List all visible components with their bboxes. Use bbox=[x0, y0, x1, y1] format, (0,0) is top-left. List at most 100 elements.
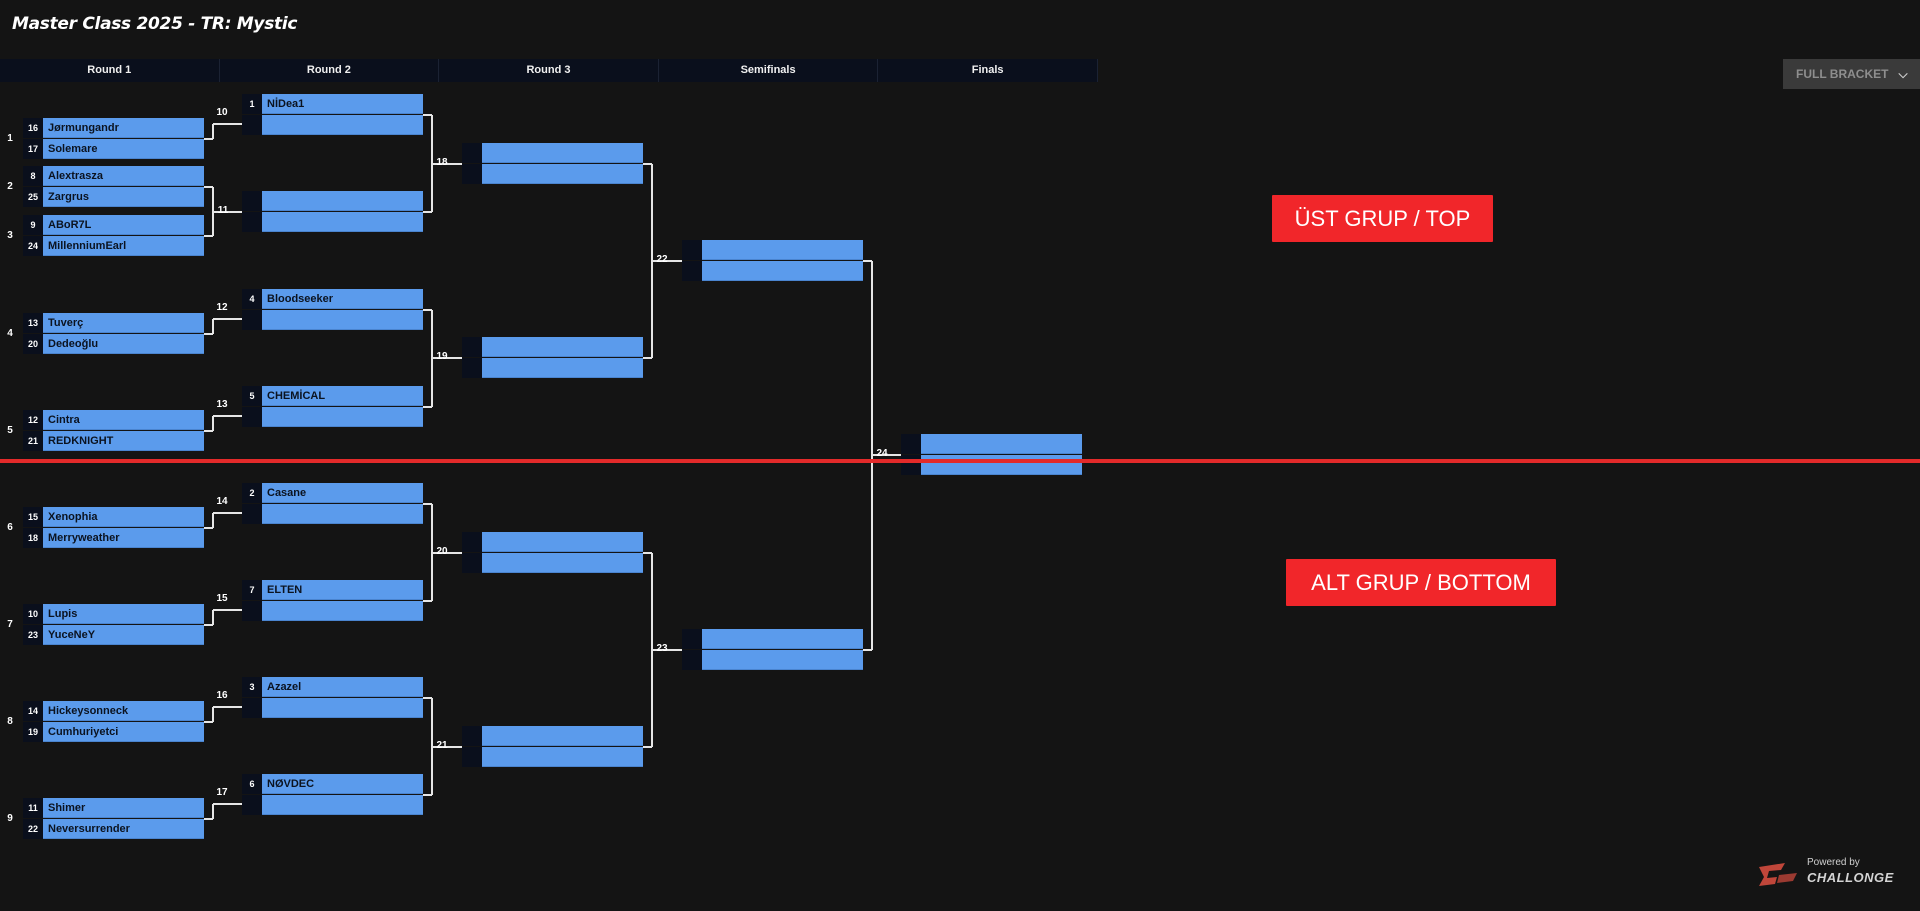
match-slot[interactable] bbox=[462, 553, 643, 573]
match-slot[interactable] bbox=[462, 337, 643, 357]
seed-number: 9 bbox=[23, 215, 43, 235]
participant-name: Bloodseeker bbox=[262, 289, 423, 309]
seed-number: 12 bbox=[23, 410, 43, 430]
seed-number: 4 bbox=[242, 289, 262, 309]
seed-number: 21 bbox=[23, 431, 43, 451]
match-slot[interactable] bbox=[462, 747, 643, 767]
match-card[interactable] bbox=[462, 532, 643, 574]
match-card[interactable] bbox=[462, 726, 643, 768]
seed-number: 19 bbox=[23, 722, 43, 742]
seed-number: 11 bbox=[23, 798, 43, 818]
round-header-3: Round 3 bbox=[439, 59, 659, 82]
match-number: 6 bbox=[7, 522, 13, 533]
participant-name bbox=[262, 310, 423, 330]
participant-name: Azazel bbox=[262, 677, 423, 697]
participant-name bbox=[482, 726, 643, 746]
match-card[interactable] bbox=[682, 240, 863, 282]
match-slot[interactable] bbox=[682, 261, 863, 281]
full-bracket-button[interactable]: FULL BRACKET ⌵ bbox=[1783, 59, 1920, 89]
match-number: 22 bbox=[656, 254, 668, 265]
match-slot[interactable] bbox=[242, 310, 423, 330]
match-slot[interactable] bbox=[462, 358, 643, 378]
match-slot[interactable] bbox=[242, 504, 423, 524]
match-card[interactable] bbox=[462, 143, 643, 185]
match-number: 2 bbox=[7, 181, 13, 192]
match-slot[interactable] bbox=[242, 191, 423, 211]
match-slot[interactable] bbox=[462, 726, 643, 746]
seed-number: 13 bbox=[23, 313, 43, 333]
match-number: 9 bbox=[7, 813, 13, 824]
match-slot[interactable] bbox=[901, 434, 1082, 454]
match-card[interactable] bbox=[242, 191, 423, 233]
match-slot[interactable] bbox=[682, 240, 863, 260]
match-number: 3 bbox=[7, 230, 13, 241]
round-header-bar: Round 1 Round 2 Round 3 Semifinals Final… bbox=[0, 59, 1098, 82]
match-card[interactable] bbox=[462, 337, 643, 379]
match-slot[interactable] bbox=[242, 212, 423, 232]
match-slot[interactable] bbox=[901, 455, 1082, 475]
seed-number: 7 bbox=[242, 580, 262, 600]
match-number: 14 bbox=[216, 496, 228, 507]
participant-name bbox=[702, 261, 863, 281]
participant-name: REDKNIGHT bbox=[43, 431, 204, 451]
match-card[interactable] bbox=[682, 629, 863, 671]
match-slot[interactable] bbox=[242, 601, 423, 621]
participant-name: Cumhuriyetci bbox=[43, 722, 204, 742]
match-slot[interactable] bbox=[462, 532, 643, 552]
match-card[interactable] bbox=[901, 434, 1082, 476]
match-slot[interactable] bbox=[242, 795, 423, 815]
match-slot[interactable] bbox=[462, 164, 643, 184]
match-slot[interactable] bbox=[462, 143, 643, 163]
match-slot[interactable] bbox=[682, 650, 863, 670]
match-number: 15 bbox=[216, 593, 228, 604]
match-slot[interactable] bbox=[242, 407, 423, 427]
participant-name: CHEMİCAL bbox=[262, 386, 423, 406]
match-slot[interactable] bbox=[682, 629, 863, 649]
match-slot[interactable] bbox=[242, 698, 423, 718]
powered-by-challonge[interactable]: Powered by CHALLONGE bbox=[1755, 857, 1905, 893]
match-slot[interactable] bbox=[242, 115, 423, 135]
seed-number bbox=[242, 698, 262, 718]
